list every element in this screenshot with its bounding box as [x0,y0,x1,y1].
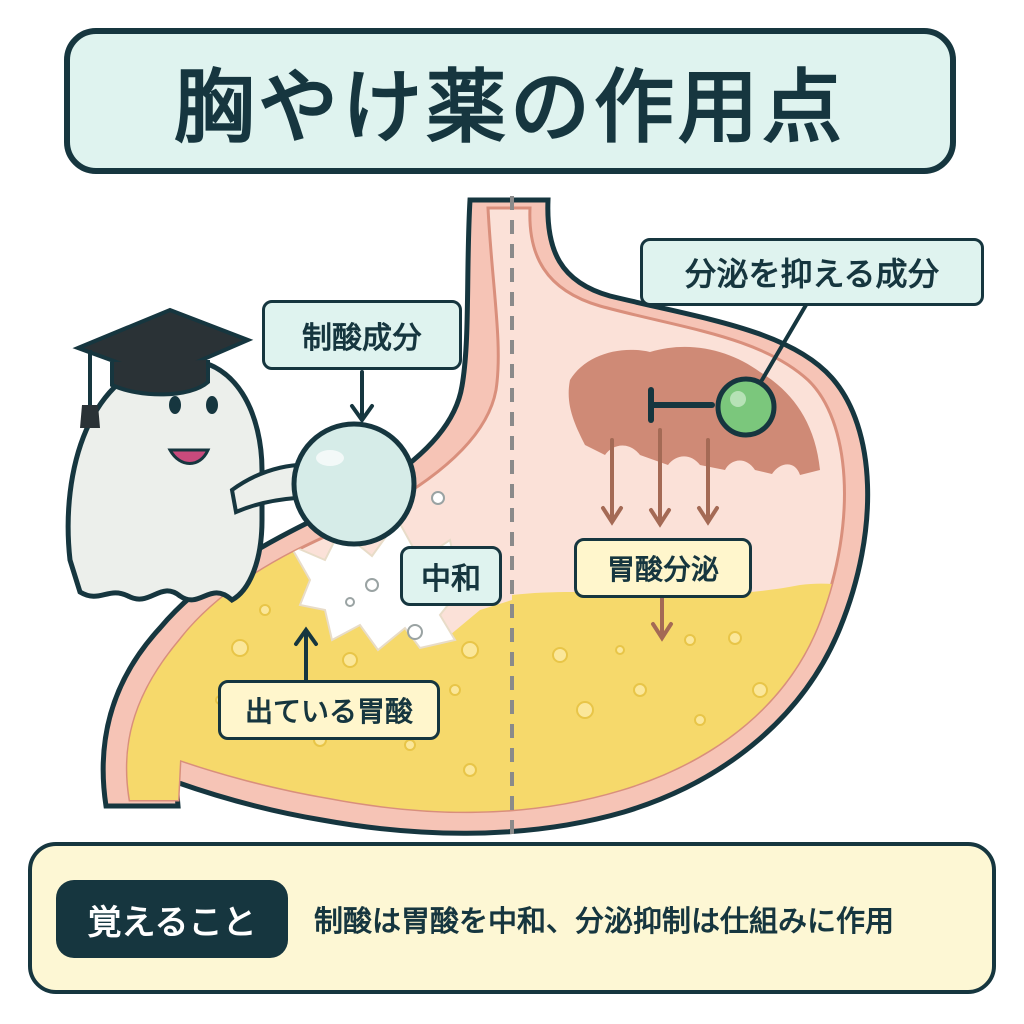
inhibit-bar-icon [648,387,715,423]
secretion-inhibitor-label: 分泌を抑える成分 [640,238,984,306]
antacid-tablet [291,421,417,547]
memo-tag: 覚えること [56,880,288,958]
page-title: 胸やけ薬の作用点 [174,61,846,154]
ghost-graduate-mascot-icon [65,307,328,604]
neutralize-label: 中和 [400,546,502,606]
inhibitor-molecule [715,376,777,438]
memo-text: 制酸は胃酸を中和、分泌抑制は仕組みに作用 [314,904,895,938]
acid-secretion-label: 胃酸分泌 [574,538,752,598]
title-banner: 胸やけ薬の作用点 [64,28,956,174]
released-acid-label: 出ている胃酸 [218,680,440,740]
memo-tag-text: 覚えること [87,902,257,943]
memo-box: 覚えること 制酸は胃酸を中和、分泌抑制は仕組みに作用 [28,842,996,994]
antacid-label: 制酸成分 [262,300,462,370]
